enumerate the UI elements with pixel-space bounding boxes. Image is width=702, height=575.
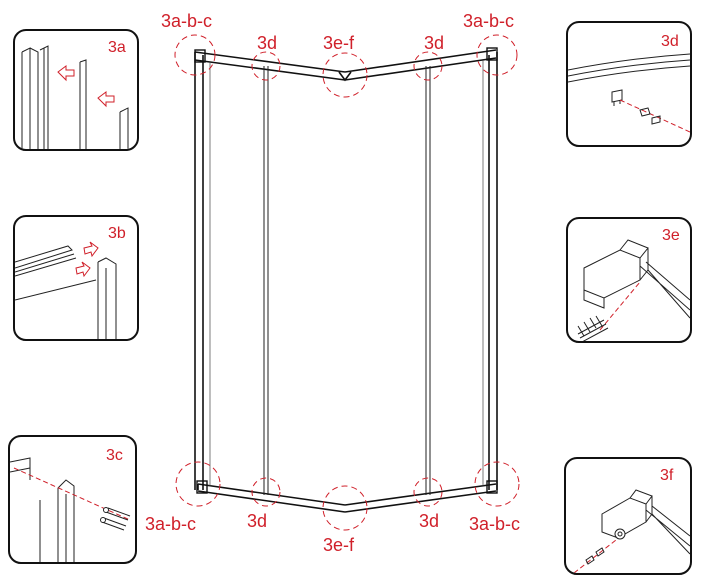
detail-panel-3a: 3a: [13, 29, 139, 151]
detail-panel-3b: 3b: [13, 215, 139, 341]
callout-circles: [174, 34, 520, 531]
panel-3b-label: 3b: [108, 225, 126, 242]
label-bottom-left: 3a-b-c: [145, 514, 196, 534]
detail-panel-3e: 3e: [566, 217, 692, 343]
detail-panel-3c: 3c: [8, 435, 137, 564]
label-bottom-mid-right: 3d: [419, 511, 439, 531]
detail-panel-3f: 3f: [564, 457, 692, 575]
label-top-mid-left: 3d: [257, 33, 277, 53]
shower-enclosure-drawing: [194, 47, 498, 513]
label-top-center: 3e-f: [323, 33, 355, 53]
panel-3c-label: 3c: [106, 447, 123, 464]
panel-3f-label: 3f: [660, 467, 674, 484]
label-bottom-center: 3e-f: [323, 535, 355, 555]
detail-panel-3d: 3d: [566, 21, 692, 147]
label-bottom-mid-left: 3d: [247, 511, 267, 531]
label-top-mid-right: 3d: [424, 33, 444, 53]
panel-3e-label: 3e: [662, 227, 680, 244]
panel-3d-label: 3d: [661, 33, 679, 50]
label-top-right: 3a-b-c: [463, 11, 514, 31]
panel-3a-label: 3a: [108, 39, 126, 56]
label-top-left: 3a-b-c: [161, 11, 212, 31]
label-bottom-right: 3a-b-c: [469, 514, 520, 534]
